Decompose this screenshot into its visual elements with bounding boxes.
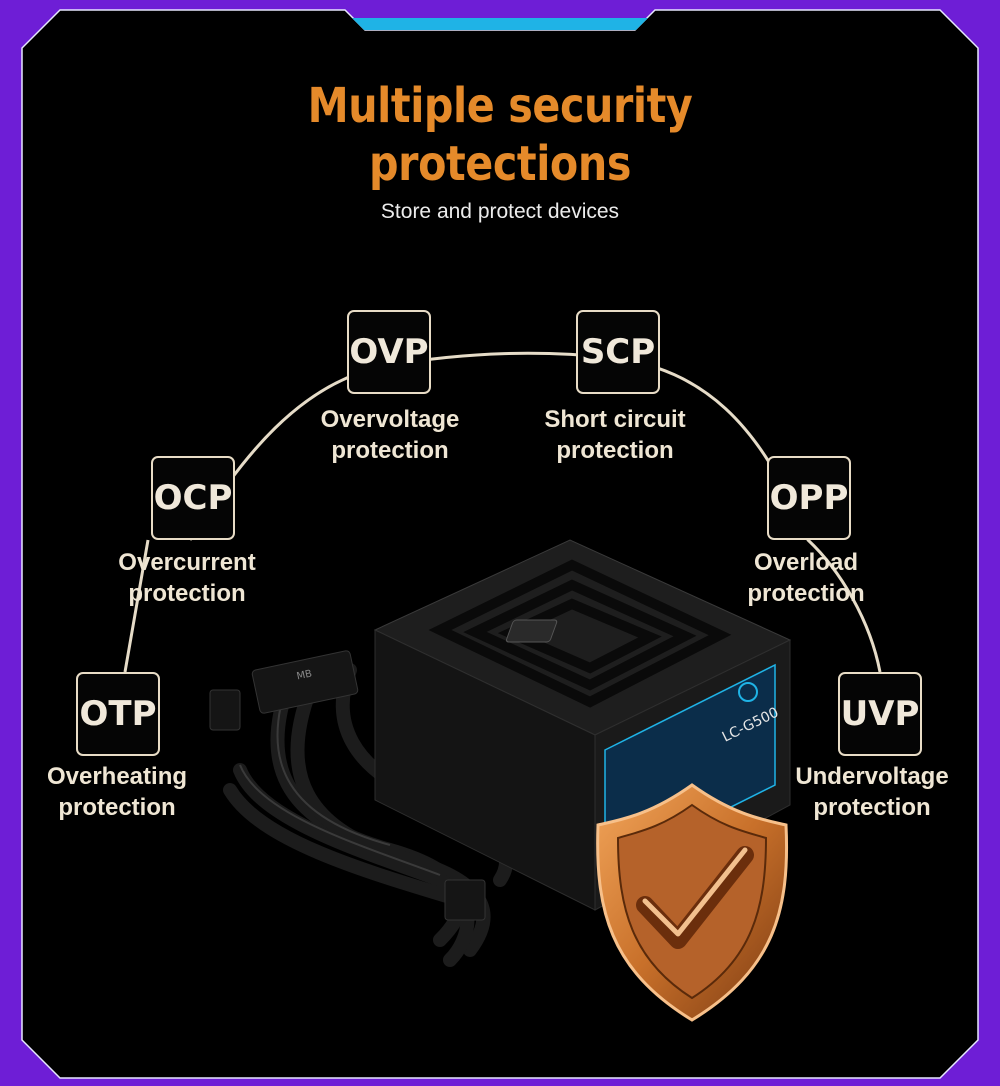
- pcie-connector: [209, 689, 241, 731]
- uvp-label: Undervoltage protection: [742, 761, 1000, 823]
- ocp-label: Overcurrent protection: [57, 547, 317, 609]
- mb-connector-label: MB: [296, 668, 314, 682]
- scp-label-line-2: protection: [556, 437, 674, 464]
- otp-label-line-1: Overheating: [46, 763, 188, 790]
- power-supply-illustration: MB LC-G500: [209, 539, 792, 1022]
- uvp-badge: UVP: [838, 672, 922, 756]
- page-title-line-2: protections: [369, 136, 631, 192]
- scp-badge: SCP: [576, 310, 660, 394]
- ovp-badge: OVP: [347, 310, 431, 394]
- opp-label-line-1: Overload: [753, 549, 859, 576]
- uvp-label-line-2: protection: [813, 794, 931, 821]
- top-accent-bar: [352, 18, 648, 30]
- shield-check-icon: [596, 783, 789, 1022]
- ocp-label-line-2: protection: [128, 580, 246, 607]
- fan-hub: [505, 619, 558, 643]
- fan-grill: [428, 559, 732, 708]
- otp-label-line-2: protection: [58, 794, 176, 821]
- opp-label-line-2: protection: [747, 580, 865, 607]
- cpu-connector: [444, 879, 486, 921]
- uvp-label-line-1: Undervoltage: [795, 763, 949, 790]
- page-subtitle: Store and protect devices: [380, 200, 620, 223]
- otp-label: Overheating protection: [0, 761, 247, 823]
- scp-label: Short circuit protection: [485, 404, 745, 466]
- otp-badge: OTP: [76, 672, 160, 756]
- ovp-label: Overvoltage protection: [260, 404, 520, 466]
- opp-badge: OPP: [767, 456, 851, 540]
- ocp-label-line-1: Overcurrent: [118, 549, 256, 576]
- scp-label-line-1: Short circuit: [544, 406, 686, 433]
- ocp-badge: OCP: [151, 456, 235, 540]
- ovp-label-line-1: Overvoltage: [320, 406, 460, 433]
- mb-connector: [251, 650, 359, 714]
- opp-label: Overload protection: [676, 547, 936, 609]
- page-title-line-1: Multiple security: [307, 78, 693, 134]
- ovp-label-line-2: protection: [331, 437, 449, 464]
- brand-logo: [738, 682, 758, 702]
